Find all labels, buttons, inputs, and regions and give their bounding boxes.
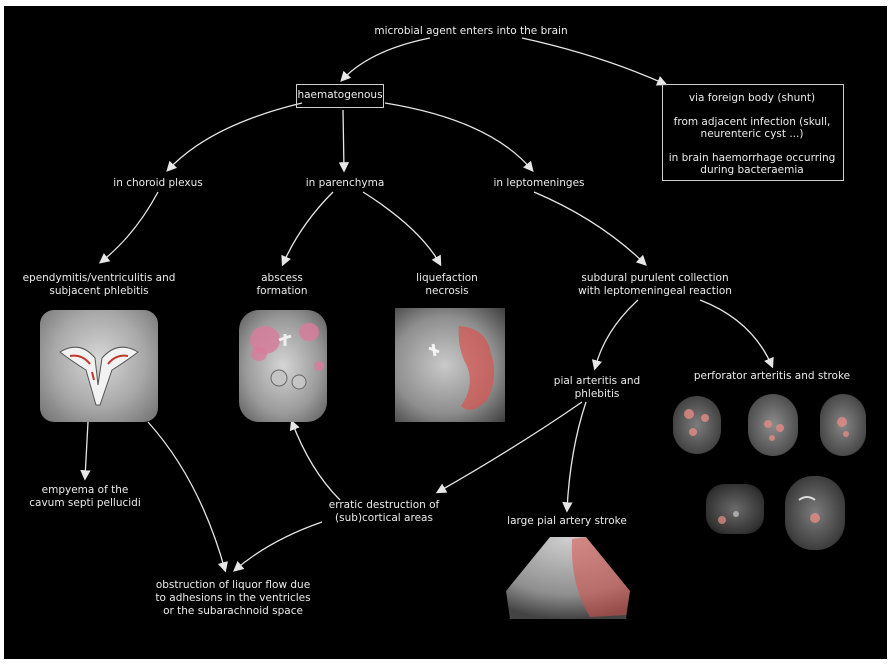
pial-arteritis-line1: pial arteritis and: [553, 375, 641, 387]
empyema-line1: empyema of the: [41, 484, 129, 496]
haematogenous-label: haematogenous: [297, 89, 383, 101]
root-label: microbial agent enters into the brain: [374, 25, 568, 37]
arrow-haem-to-parenchyma: [338, 109, 350, 173]
subdural-line2: with leptomeningeal reaction: [578, 285, 732, 297]
arrow-ependymitis-to-obstruction: [147, 421, 228, 573]
arrow-subdural-to-perforator: [699, 299, 774, 369]
arrow-choroid-to-ependymitis: [98, 191, 159, 264]
ependymitis-line2: subjacent phlebitis: [49, 285, 149, 297]
liquefaction-line1: liquefaction: [416, 272, 478, 284]
arrow-subdural-to-pial-arteritis: [591, 299, 639, 371]
arrow-pial-to-large-stroke: [562, 401, 587, 513]
perforator-scan-3-image: [820, 394, 866, 456]
abscess-line2: formation: [256, 285, 308, 297]
foreign-body-label: via foreign body (shunt): [688, 92, 816, 104]
obstruction-line3: or the subarachnoid space: [163, 605, 303, 617]
liquefaction-scan-image: [395, 308, 505, 422]
arrow-root-to-haematogenous: [340, 37, 431, 82]
erratic-line1: erratic destruction of: [328, 499, 440, 511]
haematogenous-box: [296, 84, 384, 108]
haemorrhage-line1: in brain haemorrhage occurring: [668, 152, 836, 164]
subdural-line1: subdural purulent collection: [581, 272, 729, 284]
perforator-label: perforator arteritis and stroke: [693, 370, 851, 382]
haemorrhage-line2: during bacteraemia: [700, 164, 804, 176]
perforator-scan-1-image: [673, 396, 721, 454]
perforator-scan-4-image: [706, 484, 764, 534]
arrow-root-to-other-routes: [521, 37, 668, 86]
abscess-line1: abscess: [261, 272, 303, 284]
pial-arteritis-line2: phlebitis: [574, 388, 620, 400]
choroid-plexus-label: in choroid plexus: [113, 177, 203, 189]
perforator-scan-2-image: [748, 394, 798, 456]
arrow-pial-to-erratic: [435, 401, 583, 494]
arrow-parenchyma-to-abscess: [281, 191, 334, 267]
liquefaction-line2: necrosis: [425, 285, 469, 297]
leptomeninges-label: in leptomeninges: [493, 177, 585, 189]
large-pial-stroke-label: large pial artery stroke: [507, 515, 627, 527]
arrow-leptomeninges-to-subdural: [533, 191, 647, 266]
arrow-ependymitis-to-empyema: [80, 421, 91, 481]
adjacent-infection-line2: neurenteric cyst ...): [700, 128, 804, 140]
parenchyma-label: in parenchyma: [305, 177, 385, 189]
perforator-scan-5-image: [785, 476, 845, 550]
large-pial-stroke-scan-image: [506, 535, 630, 619]
obstruction-line2: to adhesions in the ventricles: [155, 592, 311, 604]
empyema-line2: cavum septi pellucidi: [29, 497, 141, 509]
arrow-haem-to-leptomeninges: [384, 102, 534, 172]
obstruction-line1: obstruction of liquor flow due: [155, 579, 311, 591]
arrow-erratic-to-abscess: [289, 419, 341, 501]
ependymitis-line1: ependymitis/ventriculitis and: [22, 272, 176, 284]
abscess-scan-image: [239, 310, 327, 422]
ventriculitis-scan-image: [40, 310, 158, 422]
erratic-line2: (sub)cortical areas: [335, 512, 433, 524]
arrow-haem-to-choroid: [166, 102, 303, 172]
other-routes-box: [662, 84, 844, 181]
arrow-parenchyma-to-liquefaction: [362, 191, 442, 267]
arrow-erratic-to-obstruction: [233, 521, 323, 572]
adjacent-infection-line1: from adjacent infection (skull,: [673, 116, 831, 128]
